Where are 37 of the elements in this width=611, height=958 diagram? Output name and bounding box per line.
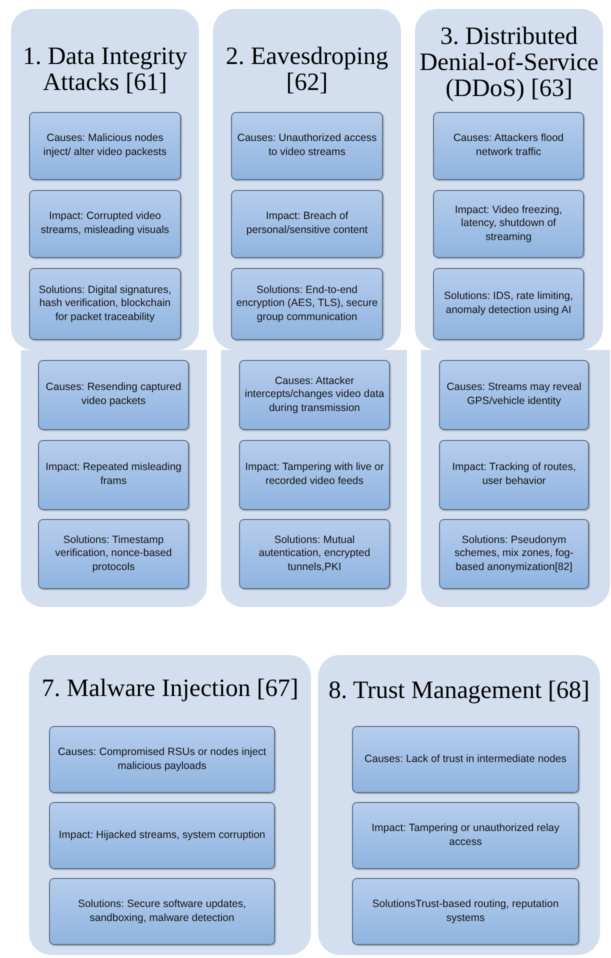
item-box: Causes: Lack of trust in intermediate nodes — [352, 726, 579, 793]
category-panel — [11, 9, 199, 350]
category-panel — [21, 350, 207, 607]
item-box: Impact: Tampering with live or recorded video feeds — [239, 440, 390, 510]
item-box: Causes: Unauthorized access to video streams — [231, 112, 383, 180]
item-box: Solutions: Timestamp verification, nonce-based protocols — [38, 519, 189, 589]
item-box: Solutions: Mutual autentication, encrypted tunnels,PKI — [239, 519, 390, 589]
item-box: Causes: Compromised RSUs or nodes inject malicious payloads — [49, 726, 275, 793]
category-panel — [421, 350, 610, 607]
item-box: Causes: Malicious nodes inject/ alter video packests — [29, 112, 181, 180]
category-panel — [213, 9, 401, 350]
item-box: Impact: Tampering or unauthorized relay access — [352, 802, 579, 869]
item-box: Causes: Resending captured video packets — [38, 360, 189, 430]
item-box: Solutions: IDS, rate limiting, anomaly detection using AI — [433, 268, 584, 340]
item-box: Impact: Repeated misleading frams — [38, 440, 189, 510]
item-box: SolutionsTrust-based routing, reputation systems — [352, 878, 579, 945]
item-box: Causes: Streams may reveal GPS/vehicle identity — [439, 360, 589, 430]
panel-heading: 7. Malware Injection [67] — [40, 674, 300, 704]
panel-heading: 1. Data Integrity Attacks [61] — [22, 42, 188, 98]
item-box: Solutions: Pseudonym schemes, mix zones, fog-based anonymization[82] — [439, 519, 589, 589]
item-box: Causes: Attackers flood network traffic — [433, 112, 584, 180]
category-panel — [318, 655, 600, 955]
panel-heading: 8. Trust Management [68] — [327, 676, 591, 706]
item-box: Impact: Tracking of routes, user behavior — [439, 440, 589, 510]
item-box: Impact: Hijacked streams, system corruption — [49, 802, 275, 869]
item-box: Causes: Attacker intercepts/changes video data during transmission — [239, 360, 390, 430]
category-panel — [29, 655, 311, 955]
item-box: Impact: Video freezing, latency, shutdown of streaming — [433, 190, 584, 258]
category-panel — [221, 350, 407, 607]
panel-heading: 3. Distributed Denial-of-Service (DDoS) [63] — [419, 22, 599, 104]
item-box: Solutions: End-to-end encryption (AES, TLS), secure group communication — [231, 268, 383, 340]
item-box: Solutions: Secure software updates, sandboxing, malware detection — [49, 878, 275, 945]
item-box: Solutions: Digital signatures, hash verification, blockchain for packet traceability — [29, 268, 181, 340]
category-panel — [415, 9, 603, 350]
item-box: Impact: Corrupted video streams, misleading visuals — [29, 190, 181, 258]
item-box: Impact: Breach of personal/sensitive content — [231, 190, 383, 258]
panel-heading: 2. Eavesdroping [62] — [224, 42, 390, 98]
